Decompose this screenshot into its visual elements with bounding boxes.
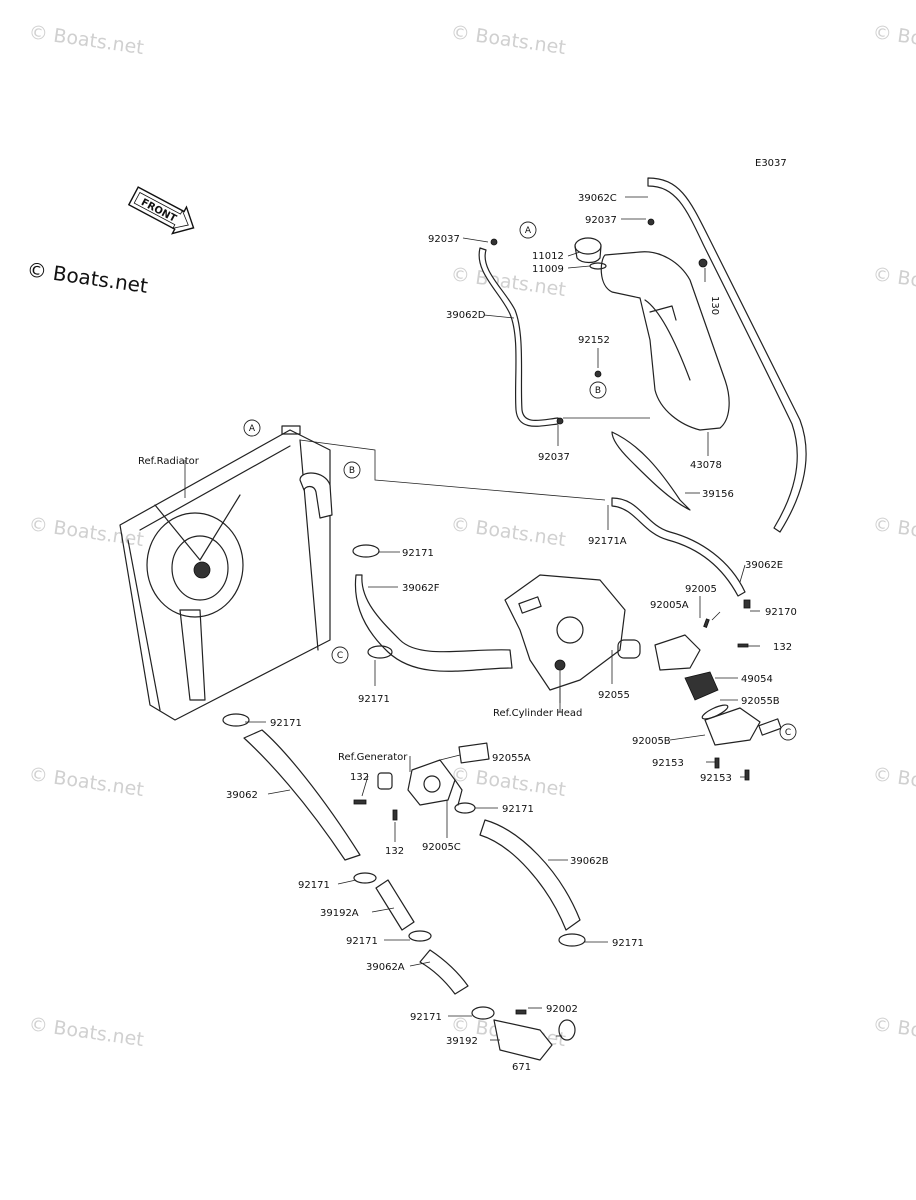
connector-c: [779, 723, 797, 741]
part-label: 39062E: [745, 560, 783, 571]
radiator-fan: [146, 512, 244, 618]
watermark: © Boats.net: [871, 513, 916, 551]
part-label: 39062F: [402, 583, 440, 594]
part-label: 92037: [428, 234, 460, 245]
part-label: 39192: [446, 1036, 478, 1047]
connector-markers: A B A B C C: [243, 221, 797, 741]
part-label: 92005B: [632, 736, 671, 747]
connector-a: [243, 419, 261, 437]
part-label: 92171: [612, 938, 644, 949]
watermark: © Boats.net: [27, 21, 145, 59]
part-label: 132: [350, 772, 369, 783]
part-label: 92170: [765, 607, 797, 618]
hose-39062c: [647, 177, 807, 533]
part-label: 671: [512, 1062, 531, 1073]
part-label: 92005A: [650, 600, 689, 611]
radiator-core: [119, 429, 331, 721]
hose-39062b: [479, 819, 586, 947]
svg-text:A: A: [525, 226, 532, 236]
part-label: 49054: [741, 674, 773, 685]
cylinder-head: [504, 574, 626, 691]
svg-text:B: B: [349, 466, 355, 476]
part-label: 92055: [598, 690, 630, 701]
part-label: 92171: [346, 936, 378, 947]
hose-39062e: [611, 497, 746, 597]
part-label: 11009: [532, 264, 564, 275]
part-label: 92055B: [741, 696, 780, 707]
thermostat: [684, 671, 719, 701]
watermark: © Boats.net: [871, 1013, 916, 1051]
svg-text:A: A: [249, 424, 256, 434]
watermark: © Boats.net: [449, 21, 567, 59]
part-label: 39062D: [446, 310, 486, 321]
watermark: © Boats.net: [449, 513, 567, 551]
lower-pipes: [353, 872, 576, 1061]
part-label: 39192A: [320, 908, 359, 919]
part-label: 43078: [690, 460, 722, 471]
connector-b: [589, 381, 607, 399]
thermostat-housing: [654, 599, 782, 781]
connector-a: [519, 221, 537, 239]
watermarks: © Boats.net © Boats.net © Boats.net © Bo…: [27, 21, 916, 1051]
part-label: 39062: [226, 790, 258, 801]
part-labels: 39062C 92037 92037 11012 11009 130 39062…: [226, 193, 797, 1073]
copyright-text: © Boats.net: [25, 257, 149, 298]
part-label: 92037: [538, 452, 570, 463]
part-label: 92002: [546, 1004, 578, 1015]
part-label: 132: [385, 846, 404, 857]
leader-lines: [184, 196, 760, 1041]
part-label: 92171: [502, 804, 534, 815]
part-label: 92153: [652, 758, 684, 769]
gasket-92055: [617, 639, 641, 659]
part-label: 92153: [700, 773, 732, 784]
diagram-code: E3037: [755, 158, 787, 169]
part-label: 92171: [270, 718, 302, 729]
watermark: © Boats.net: [871, 263, 916, 301]
part-label: 39156: [702, 489, 734, 500]
front-arrow-icon: FRONT: [127, 186, 195, 235]
svg-text:B: B: [595, 386, 601, 396]
watermark: © Boats.net: [871, 21, 916, 59]
gasket-92055a: [458, 742, 490, 764]
connector-b: [343, 461, 361, 479]
hose-39062d: [478, 247, 559, 427]
part-label: 92005: [685, 584, 717, 595]
part-label: 132: [773, 642, 792, 653]
connector-c: [331, 646, 349, 664]
reservoir-tank: [600, 251, 730, 431]
part-label: 92171: [358, 694, 390, 705]
part-label: 92152: [578, 335, 610, 346]
watermark: © Boats.net: [27, 1013, 145, 1051]
part-label: 11012: [532, 251, 564, 262]
reservoir-cap: [574, 237, 602, 255]
watermark: © Boats.net: [871, 763, 916, 801]
hose-39062: [222, 713, 361, 861]
part-label: 92037: [585, 215, 617, 226]
part-label: 92005C: [422, 842, 461, 853]
ref-generator-label: Ref.Generator: [338, 752, 408, 763]
part-label: 130: [709, 296, 720, 315]
svg-text:C: C: [337, 651, 343, 661]
part-label: 92171A: [588, 536, 627, 547]
part-label: 39062A: [366, 962, 405, 973]
watermark: © Boats.net: [27, 513, 145, 551]
svg-text:C: C: [785, 728, 791, 738]
watermark: © Boats.net: [449, 763, 567, 801]
part-label: 92171: [298, 880, 330, 891]
part-label: 92055A: [492, 753, 531, 764]
tank-bracket: [611, 431, 691, 511]
hose-39062f: [352, 544, 513, 672]
part-label: 92171: [402, 548, 434, 559]
part-label: 39062C: [578, 193, 617, 204]
radiator-assembly: [119, 425, 333, 721]
part-label: 39062B: [570, 856, 609, 867]
ref-radiator-label: Ref.Radiator: [138, 456, 200, 467]
reservoir-assembly: [478, 177, 807, 533]
watermark: © Boats.net: [27, 763, 145, 801]
part-label: 92171: [410, 1012, 442, 1023]
ref-cylinder-head-label: Ref.Cylinder Head: [493, 708, 582, 719]
